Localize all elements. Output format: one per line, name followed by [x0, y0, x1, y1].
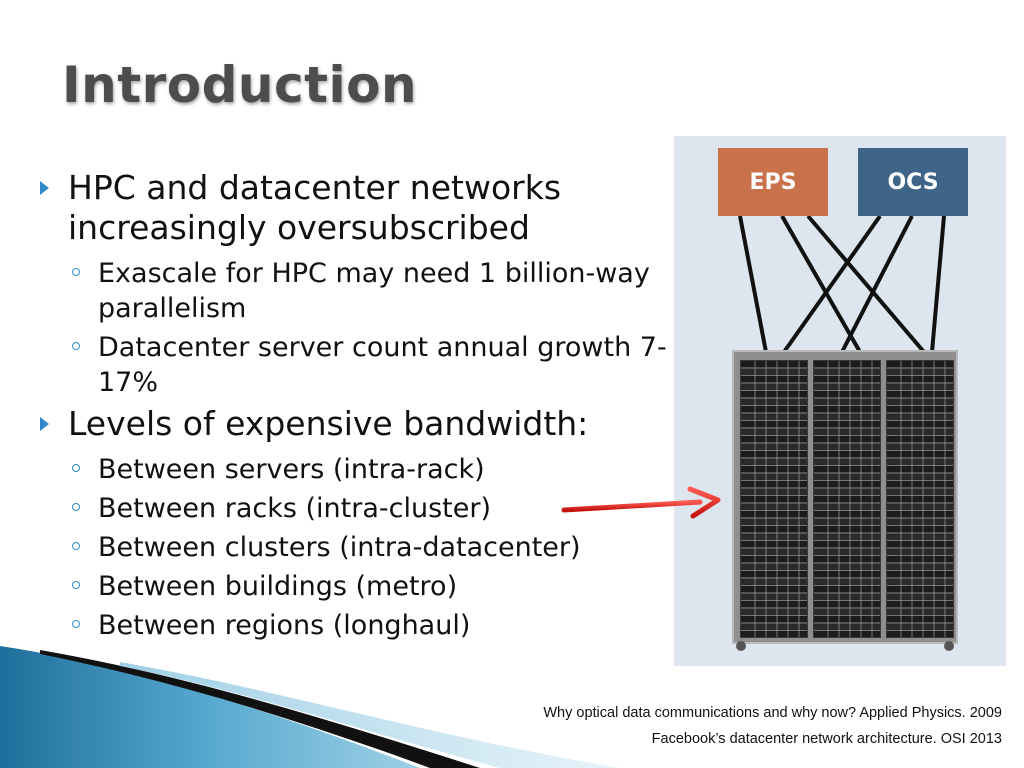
- sub-bullet: Between clusters (intra-datacenter): [68, 530, 680, 565]
- sub-bullet-text: Between buildings (metro): [98, 571, 458, 602]
- network-links: [738, 214, 946, 354]
- bullet-2: Levels of expensive bandwidth:: [40, 404, 680, 444]
- bullet-1-text: HPC and datacenter networks increasingly…: [68, 168, 562, 247]
- rack-wheel: [736, 641, 746, 651]
- circle-bullet-icon: [72, 268, 80, 276]
- bullet-1: HPC and datacenter networks increasingly…: [40, 168, 680, 248]
- eps-switch: EPS: [718, 148, 828, 216]
- sub-bullet-text: Between racks (intra-cluster): [98, 493, 491, 524]
- sub-bullet: Between regions (longhaul): [68, 608, 680, 643]
- ocs-switch: OCS: [858, 148, 968, 216]
- circle-bullet-icon: [72, 542, 80, 550]
- circle-bullet-icon: [72, 620, 80, 628]
- sub-bullet-text: Exascale for HPC may need 1 billion-way …: [98, 258, 650, 324]
- decorative-wave: [0, 646, 620, 768]
- circle-bullet-icon: [72, 342, 80, 350]
- sub-bullet: Between racks (intra-cluster): [68, 491, 680, 526]
- sub-bullet: Between servers (intra-rack): [68, 452, 680, 487]
- circle-bullet-icon: [72, 464, 80, 472]
- reference-2: Facebook’s datacenter network architectu…: [651, 731, 1002, 747]
- triangle-bullet-icon: [40, 181, 49, 195]
- bullet-list: HPC and datacenter networks increasingly…: [40, 168, 680, 647]
- rack-column: [740, 360, 808, 638]
- server-rack: [732, 350, 958, 644]
- circle-bullet-icon: [72, 581, 80, 589]
- sub-bullet-text: Between regions (longhaul): [98, 610, 471, 641]
- red-arrow-icon: [561, 486, 721, 519]
- rack-column: [886, 360, 954, 638]
- sub-bullet-text: Between clusters (intra-datacenter): [98, 532, 581, 563]
- circle-bullet-icon: [72, 503, 80, 511]
- sub-bullet: Between buildings (metro): [68, 569, 680, 604]
- references: Why optical data communications and why …: [543, 700, 1002, 752]
- sub-bullet: Datacenter server count annual growth 7-…: [68, 330, 680, 400]
- triangle-bullet-icon: [40, 417, 49, 431]
- bullet-2-text: Levels of expensive bandwidth:: [68, 404, 589, 443]
- slide-title: Introduction: [62, 56, 418, 114]
- rack-wheel: [944, 641, 954, 651]
- sub-bullet: Exascale for HPC may need 1 billion-way …: [68, 256, 680, 326]
- reference-1: Why optical data communications and why …: [543, 705, 1002, 721]
- network-diagram: EPS OCS: [674, 136, 1006, 666]
- bullet-2-sublist: Between servers (intra-rack) Between rac…: [68, 452, 680, 643]
- sub-bullet-text: Between servers (intra-rack): [98, 454, 485, 485]
- bullet-1-sublist: Exascale for HPC may need 1 billion-way …: [68, 256, 680, 400]
- rack-column: [813, 360, 881, 638]
- sub-bullet-text: Datacenter server count annual growth 7-…: [98, 332, 667, 398]
